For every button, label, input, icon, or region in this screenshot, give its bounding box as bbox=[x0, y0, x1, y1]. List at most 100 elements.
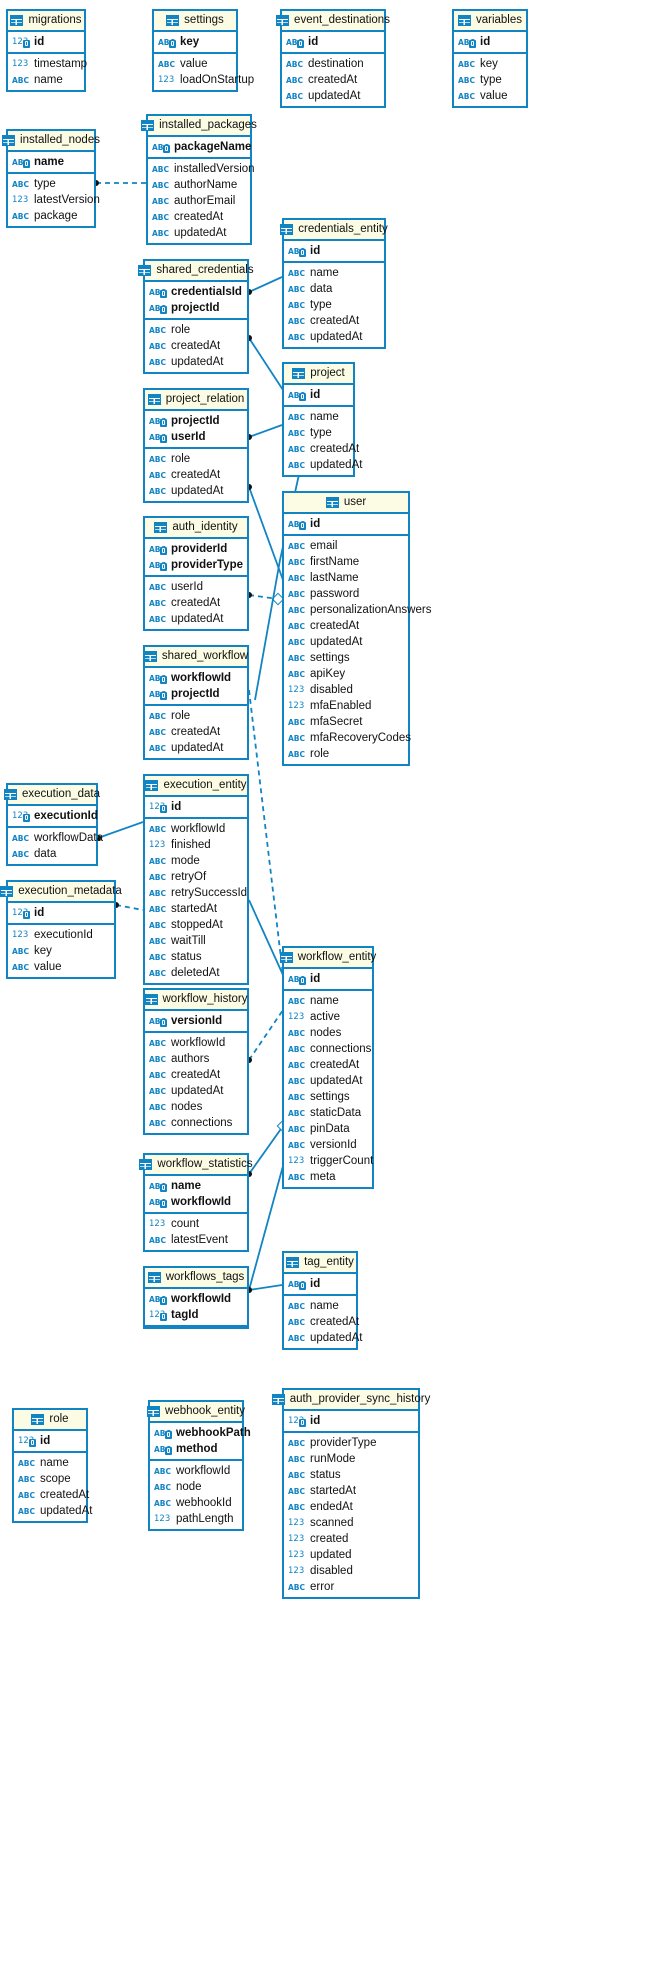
column-row[interactable]: ABCupdatedAt bbox=[284, 634, 408, 650]
column-row[interactable]: ABCupdatedAt bbox=[145, 483, 247, 499]
column-row[interactable]: 123triggerCount bbox=[284, 1153, 373, 1169]
column-row[interactable]: ABCnodes bbox=[284, 1025, 372, 1041]
column-row[interactable]: ABCtype bbox=[284, 297, 384, 313]
column-row[interactable]: 123mfaEnabled bbox=[284, 698, 408, 714]
column-row[interactable]: ABCproviderId bbox=[145, 541, 247, 557]
column-row[interactable]: ABCupdatedAt bbox=[284, 1330, 362, 1346]
column-row[interactable]: ABCname bbox=[14, 1455, 86, 1471]
column-row[interactable]: ABCversionId bbox=[284, 1137, 372, 1153]
column-row[interactable]: ABCid bbox=[284, 387, 353, 403]
entity-execution_entity[interactable]: execution_entity123idABCworkflowId123fin… bbox=[143, 774, 249, 985]
entity-auth_provider_sync_history[interactable]: auth_provider_sync_history123idABCprovid… bbox=[271, 1388, 430, 1599]
column-row[interactable]: ABCupdatedAt bbox=[148, 225, 250, 241]
column-row[interactable]: ABCuserId bbox=[145, 429, 247, 445]
column-row[interactable]: ABCcreatedAt bbox=[145, 724, 247, 740]
entity-auth_identity[interactable]: auth_identityABCproviderIdABCproviderTyp… bbox=[143, 516, 249, 631]
entity-event_destinations[interactable]: event_destinationsABCidABCdestinationABC… bbox=[276, 9, 390, 108]
column-row[interactable]: 123id bbox=[14, 1433, 86, 1449]
column-row[interactable]: ABCdeletedAt bbox=[145, 965, 247, 981]
column-row[interactable]: ABCvalue bbox=[154, 56, 236, 72]
column-row[interactable]: ABCkey bbox=[8, 943, 114, 959]
column-row[interactable]: ABCendedAt bbox=[284, 1499, 418, 1515]
entity-shared_credentials[interactable]: shared_credentialsABCcredentialsIdABCpro… bbox=[138, 259, 254, 374]
column-row[interactable]: ABCupdatedAt bbox=[145, 354, 247, 370]
column-row[interactable]: ABCid bbox=[454, 34, 526, 50]
column-row[interactable]: ABCcredentialsId bbox=[145, 284, 247, 300]
column-row[interactable]: ABCworkflowId bbox=[145, 1035, 247, 1051]
column-row[interactable]: ABCupdatedAt bbox=[145, 1083, 247, 1099]
entity-installed_nodes[interactable]: installed_nodesABCnameABCtype123latestVe… bbox=[2, 129, 100, 228]
column-row[interactable]: ABCpassword bbox=[284, 586, 408, 602]
column-row[interactable]: ABCauthorEmail bbox=[148, 193, 250, 209]
column-row[interactable]: ABCcreatedAt bbox=[284, 1314, 359, 1330]
entity-project[interactable]: projectABCidABCnameABCtypeABCcreatedAtAB… bbox=[282, 362, 362, 477]
column-row[interactable]: ABCname bbox=[284, 993, 372, 1009]
column-row[interactable]: ABCstoppedAt bbox=[145, 917, 247, 933]
column-row[interactable]: ABCpersonalizationAnswers bbox=[284, 602, 431, 618]
column-row[interactable]: ABCrole bbox=[145, 451, 247, 467]
column-row[interactable]: 123updated bbox=[284, 1547, 418, 1563]
column-row[interactable]: ABCid bbox=[284, 243, 384, 259]
column-row[interactable]: 123id bbox=[284, 1413, 418, 1429]
column-row[interactable]: ABCstaticData bbox=[284, 1105, 372, 1121]
column-row[interactable]: ABCid bbox=[282, 34, 384, 50]
column-row[interactable]: ABCtype bbox=[454, 72, 526, 88]
entity-execution_metadata[interactable]: execution_metadata123id123executionIdABC… bbox=[0, 880, 122, 979]
column-row[interactable]: ABCname bbox=[145, 1178, 247, 1194]
column-row[interactable]: ABCcreatedAt bbox=[145, 595, 247, 611]
column-row[interactable]: ABCvalue bbox=[454, 88, 526, 104]
column-row[interactable]: ABCretryOf bbox=[145, 869, 247, 885]
column-row[interactable]: ABCmethod bbox=[150, 1441, 242, 1457]
entity-workflow_history[interactable]: workflow_historyABCversionIdABCworkflowI… bbox=[143, 988, 249, 1135]
column-row[interactable]: 123tagId bbox=[145, 1307, 247, 1323]
column-row[interactable]: ABCauthorName bbox=[148, 177, 250, 193]
column-row[interactable]: ABCmfaRecoveryCodes bbox=[284, 730, 411, 746]
column-row[interactable]: ABCcreatedAt bbox=[284, 441, 359, 457]
column-row[interactable]: 123disabled bbox=[284, 682, 408, 698]
entity-credentials_entity[interactable]: credentials_entityABCidABCnameABCdataABC… bbox=[280, 218, 388, 349]
column-row[interactable]: ABCmeta bbox=[284, 1169, 372, 1185]
column-row[interactable]: ABCcreatedAt bbox=[284, 1057, 372, 1073]
column-row[interactable]: 123timestamp bbox=[8, 56, 87, 72]
column-row[interactable]: ABCerror bbox=[284, 1579, 418, 1595]
column-row[interactable]: ABCstatus bbox=[284, 1467, 418, 1483]
column-row[interactable]: ABCupdatedAt bbox=[284, 1073, 372, 1089]
column-row[interactable]: ABCid bbox=[284, 971, 372, 987]
column-row[interactable]: ABCinstalledVersion bbox=[148, 161, 255, 177]
column-row[interactable]: ABCnodes bbox=[145, 1099, 247, 1115]
column-row[interactable]: ABCwebhookPath bbox=[150, 1425, 251, 1441]
column-row[interactable]: ABCdestination bbox=[282, 56, 384, 72]
column-row[interactable]: ABCpinData bbox=[284, 1121, 372, 1137]
column-row[interactable]: ABCupdatedAt bbox=[284, 457, 362, 473]
column-row[interactable]: ABCupdatedAt bbox=[145, 611, 247, 627]
column-row[interactable]: ABCtype bbox=[8, 176, 94, 192]
column-row[interactable]: 123latestVersion bbox=[8, 192, 100, 208]
column-row[interactable]: ABCcreatedAt bbox=[148, 209, 250, 225]
column-row[interactable]: 123active bbox=[284, 1009, 372, 1025]
column-row[interactable]: ABCcreatedAt bbox=[282, 72, 384, 88]
entity-workflows_tags[interactable]: workflows_tagsABCworkflowId123tagId bbox=[143, 1266, 249, 1329]
column-row[interactable]: 123finished bbox=[145, 837, 247, 853]
column-row[interactable]: ABCcreatedAt bbox=[284, 313, 384, 329]
column-row[interactable]: ABCconnections bbox=[145, 1115, 247, 1131]
entity-role[interactable]: role123idABCnameABCscopeABCcreatedAtABCu… bbox=[12, 1408, 92, 1523]
column-row[interactable]: ABCwaitTill bbox=[145, 933, 247, 949]
column-row[interactable]: ABCprojectId bbox=[145, 413, 247, 429]
entity-user[interactable]: userABCidABCemailABCfirstNameABClastName… bbox=[282, 491, 431, 766]
column-row[interactable]: 123id bbox=[8, 905, 114, 921]
entity-project_relation[interactable]: project_relationABCprojectIdABCuserIdABC… bbox=[143, 388, 249, 503]
column-row[interactable]: ABCname bbox=[284, 409, 353, 425]
entity-webhook_entity[interactable]: webhook_entityABCwebhookPathABCmethodABC… bbox=[147, 1400, 251, 1531]
column-row[interactable]: ABCrunMode bbox=[284, 1451, 418, 1467]
column-row[interactable]: ABCstartedAt bbox=[145, 901, 247, 917]
column-row[interactable]: ABCname bbox=[8, 72, 84, 88]
column-row[interactable]: ABCfirstName bbox=[284, 554, 408, 570]
column-row[interactable]: ABCkey bbox=[154, 34, 236, 50]
column-row[interactable]: ABCupdatedAt bbox=[14, 1503, 92, 1519]
column-row[interactable]: ABCcreatedAt bbox=[145, 467, 247, 483]
column-row[interactable]: ABCapiKey bbox=[284, 666, 408, 682]
column-row[interactable]: 123loadOnStartup bbox=[154, 72, 254, 88]
column-row[interactable]: ABCname bbox=[284, 265, 384, 281]
entity-tag_entity[interactable]: tag_entityABCidABCnameABCcreatedAtABCupd… bbox=[282, 1251, 362, 1350]
entity-workflow_entity[interactable]: workflow_entityABCidABCname123activeABCn… bbox=[279, 946, 376, 1189]
